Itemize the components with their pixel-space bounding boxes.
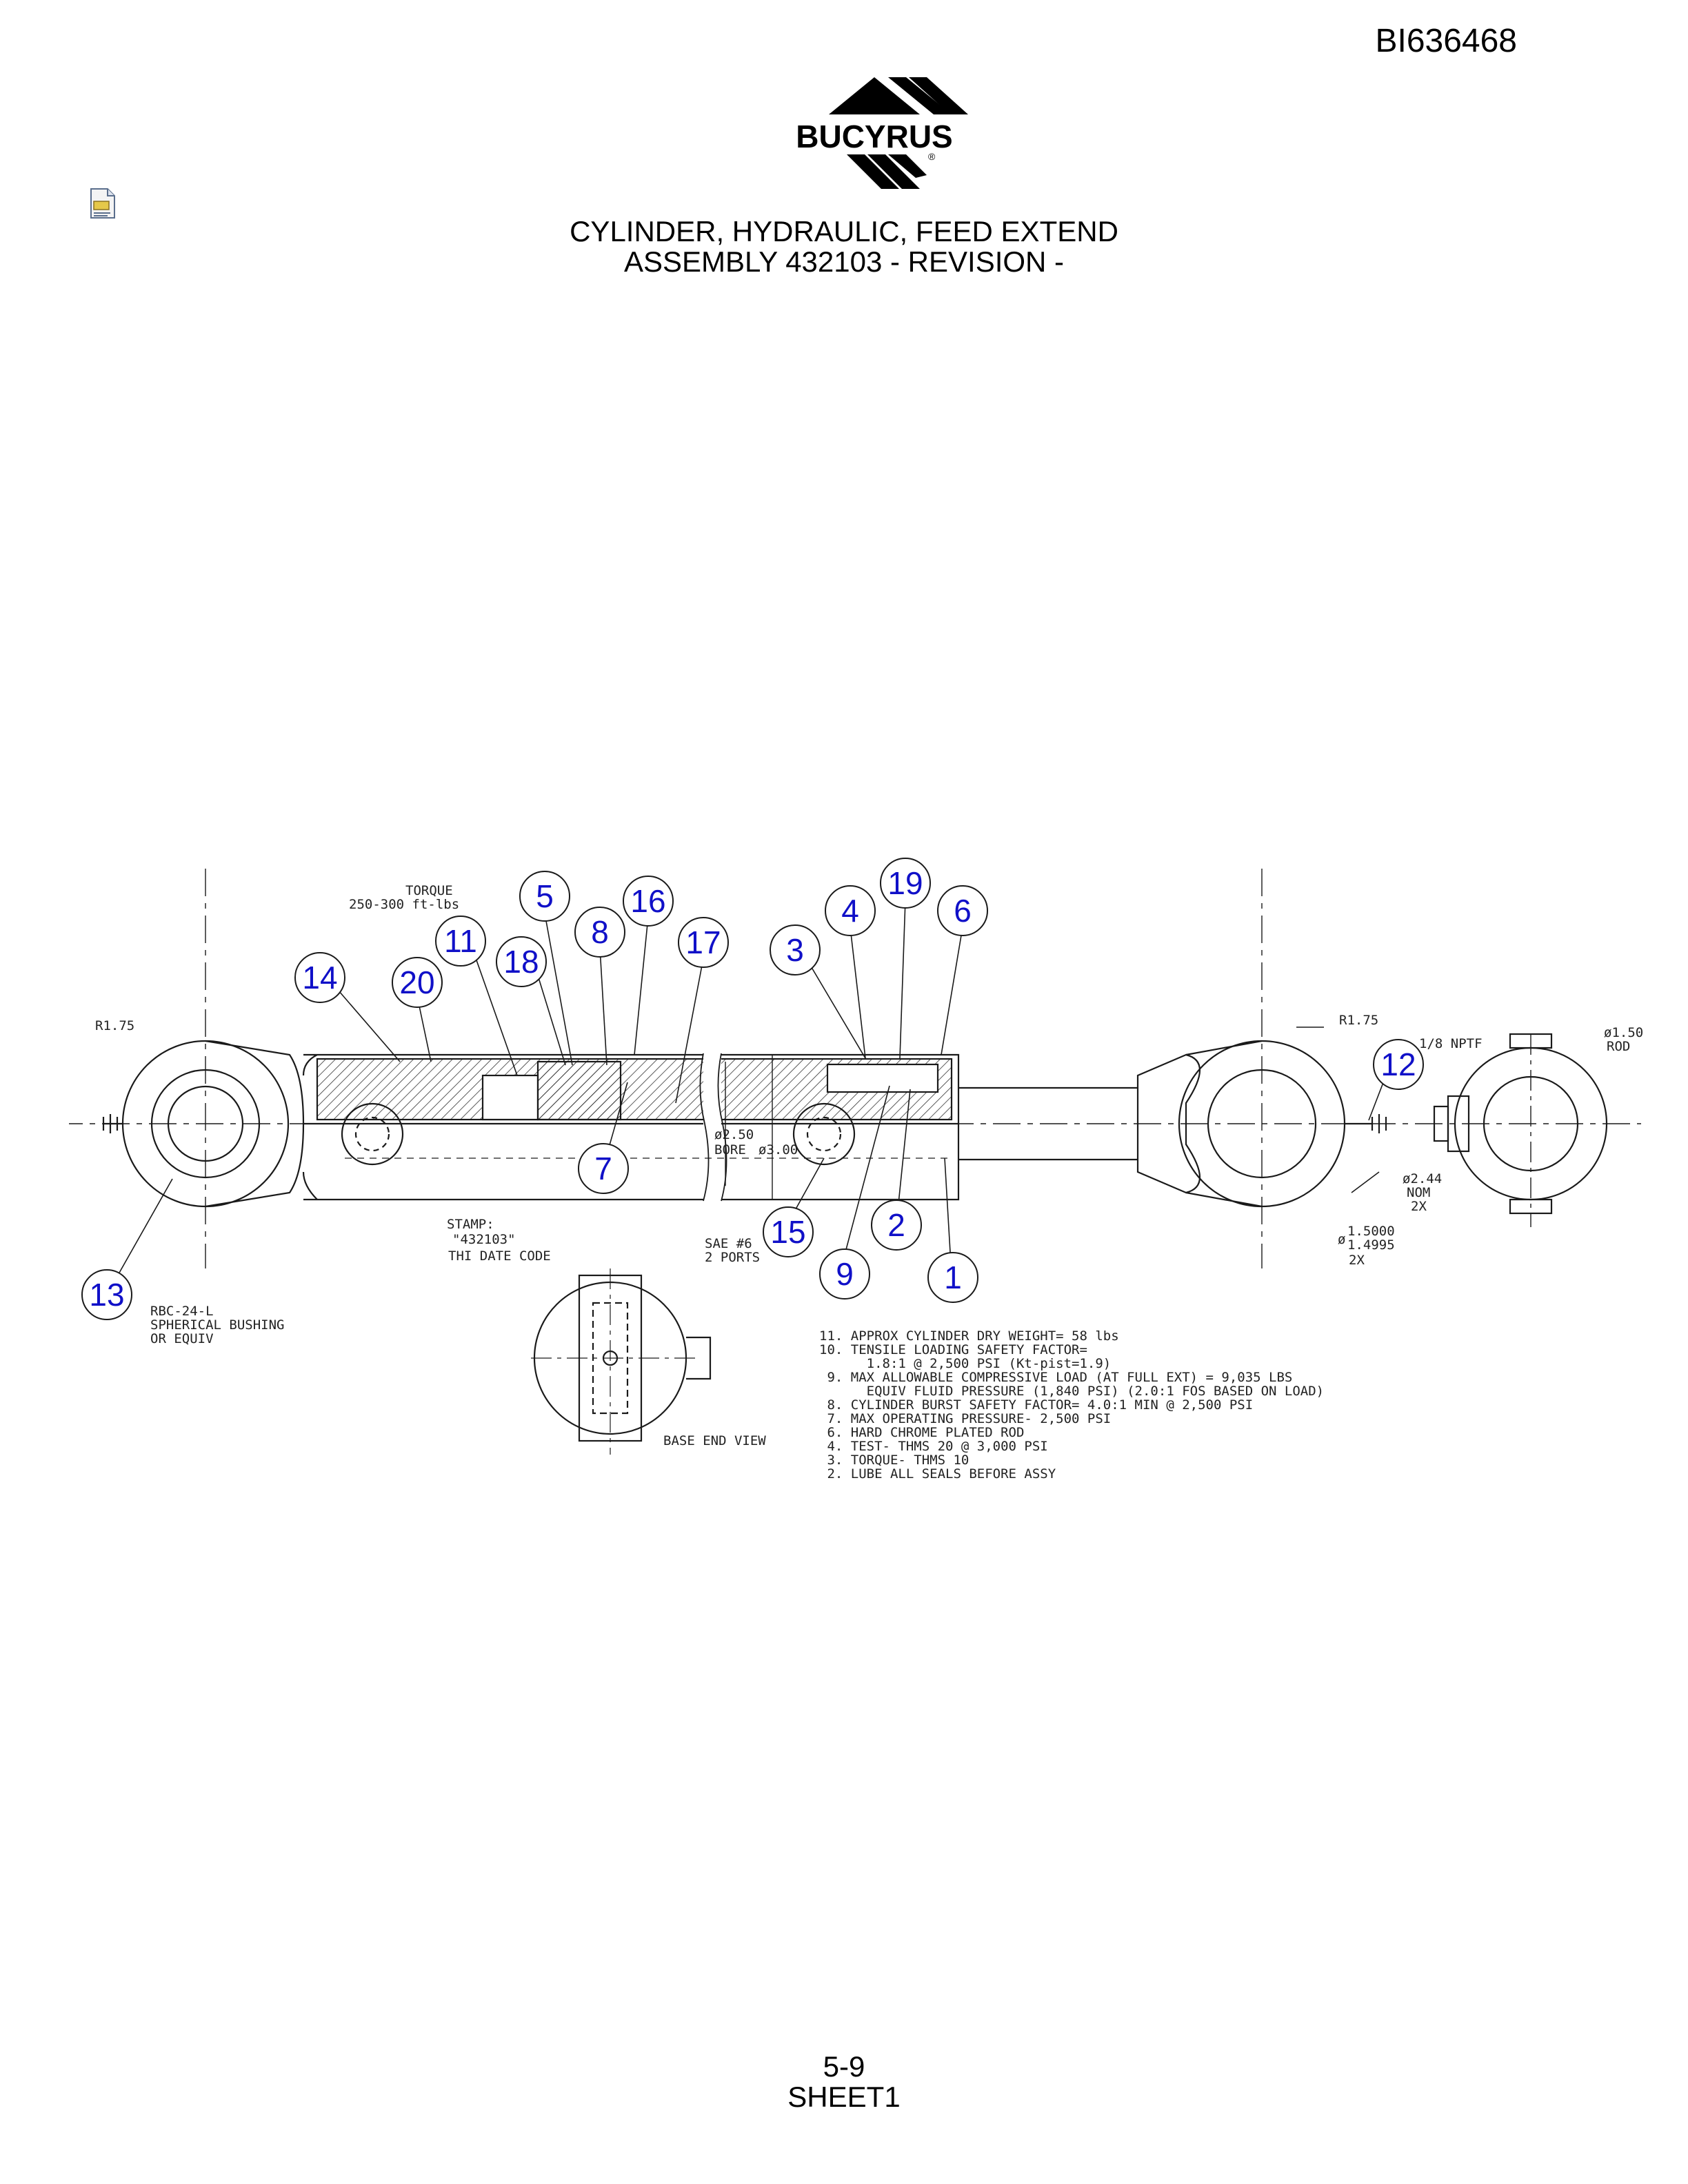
stamp-code: THI DATE CODE [448, 1248, 551, 1264]
note-line: 8. CYLINDER BURST SAFETY FACTOR= 4.0:1 M… [819, 1397, 1253, 1413]
balloon-18: 18 [503, 944, 539, 980]
registered-mark: ® [928, 151, 936, 162]
document-icon[interactable] [88, 188, 117, 219]
note-line: 9. MAX ALLOWABLE COMPRESSIVE LOAD (AT FU… [819, 1370, 1292, 1385]
note-line: 7. MAX OPERATING PRESSURE- 2,500 PSI [819, 1411, 1111, 1426]
base-end-view-label: BASE END VIEW [663, 1433, 766, 1448]
nom-label: NOM [1407, 1185, 1430, 1200]
sae-ports: 2 PORTS [705, 1250, 760, 1265]
balloon-2: 2 [887, 1207, 905, 1243]
radius-right: R1.75 [1339, 1013, 1378, 1028]
balloon-19: 19 [887, 865, 923, 901]
note-line: 1.8:1 @ 2,500 PSI (Kt-pist=1.9) [819, 1356, 1111, 1371]
logo-text: BUCYRUS [796, 119, 952, 154]
balloon-17: 17 [685, 924, 721, 960]
bore-label: BORE [714, 1142, 746, 1157]
note-line: 4. TEST- THMS 20 @ 3,000 PSI [819, 1439, 1048, 1454]
bushing-desc: SPHERICAL BUSHING [150, 1317, 284, 1333]
drawing-notes: 11. APPROX CYLINDER DRY WEIGHT= 58 lbs 1… [819, 1328, 1324, 1482]
balloon-12: 12 [1380, 1046, 1416, 1082]
outer-diameter: ø3.00 [758, 1142, 798, 1157]
radius-left: R1.75 [95, 1018, 134, 1033]
balloon-14: 14 [302, 960, 337, 995]
rod-label: ROD [1607, 1039, 1630, 1054]
balloon-9: 9 [836, 1256, 854, 1292]
balloon-20: 20 [399, 964, 434, 1000]
nom-qty: 2X [1411, 1199, 1427, 1214]
balloon-15: 15 [770, 1214, 805, 1250]
balloon-3: 3 [786, 932, 804, 968]
balloon-13: 13 [89, 1277, 124, 1313]
drawing-subtitle: ASSEMBLY 432103 - REVISION - [623, 245, 1065, 278]
page-number: 5-9 [823, 2050, 865, 2083]
bushing-equiv: OR EQUIV [150, 1331, 214, 1346]
pin-diameter-upper: 1.5000 [1347, 1224, 1395, 1239]
bushing-part: RBC-24-L [150, 1304, 214, 1319]
balloon-1: 1 [944, 1260, 962, 1295]
pin-qty: 2X [1349, 1253, 1365, 1268]
note-line: 3. TORQUE- THMS 10 [819, 1453, 969, 1468]
stamp-label: STAMP: [447, 1217, 494, 1232]
balloon-7: 7 [594, 1151, 612, 1186]
stamp-value: "432103" [452, 1232, 516, 1247]
note-line: 6. HARD CHROME PLATED ROD [819, 1425, 1024, 1440]
pin-diameter-symbol: ø [1338, 1232, 1345, 1247]
balloon-8: 8 [591, 914, 609, 950]
bore-diameter: ø2.50 [714, 1127, 754, 1142]
rod-diameter: ø1.50 [1604, 1025, 1643, 1040]
sheet-label: SHEET1 [787, 2081, 901, 2113]
cylinder-assembly-drawing: 1 2 3 4 5 6 7 8 9 11 12 13 14 15 16 17 1… [69, 858, 1643, 1482]
note-line: 10. TENSILE LOADING SAFETY FACTOR= [819, 1342, 1087, 1357]
nom-diameter: ø2.44 [1403, 1171, 1442, 1186]
balloon-11: 11 [444, 923, 477, 959]
document-number: BI636468 [1375, 23, 1517, 59]
balloon-4: 4 [841, 893, 859, 929]
nptf-label: 1/8 NPTF [1419, 1036, 1483, 1051]
note-line: EQUIV FLUID PRESSURE (1,840 PSI) (2.0:1 … [819, 1384, 1324, 1399]
drawing-title: CYLINDER, HYDRAULIC, FEED EXTEND [570, 215, 1118, 247]
balloon-5: 5 [536, 878, 554, 914]
torque-label: TORQUE [405, 883, 453, 898]
note-line: 11. APPROX CYLINDER DRY WEIGHT= 58 lbs [819, 1328, 1119, 1344]
balloon-6: 6 [954, 893, 972, 929]
torque-value: 250-300 ft-lbs [349, 897, 459, 912]
pin-diameter-lower: 1.4995 [1347, 1237, 1395, 1253]
bucyrus-logo: BUCYRUS ® [778, 77, 971, 189]
balloon-16: 16 [630, 883, 665, 919]
note-line: 2. LUBE ALL SEALS BEFORE ASSY [819, 1466, 1056, 1482]
sae-label: SAE #6 [705, 1236, 752, 1251]
